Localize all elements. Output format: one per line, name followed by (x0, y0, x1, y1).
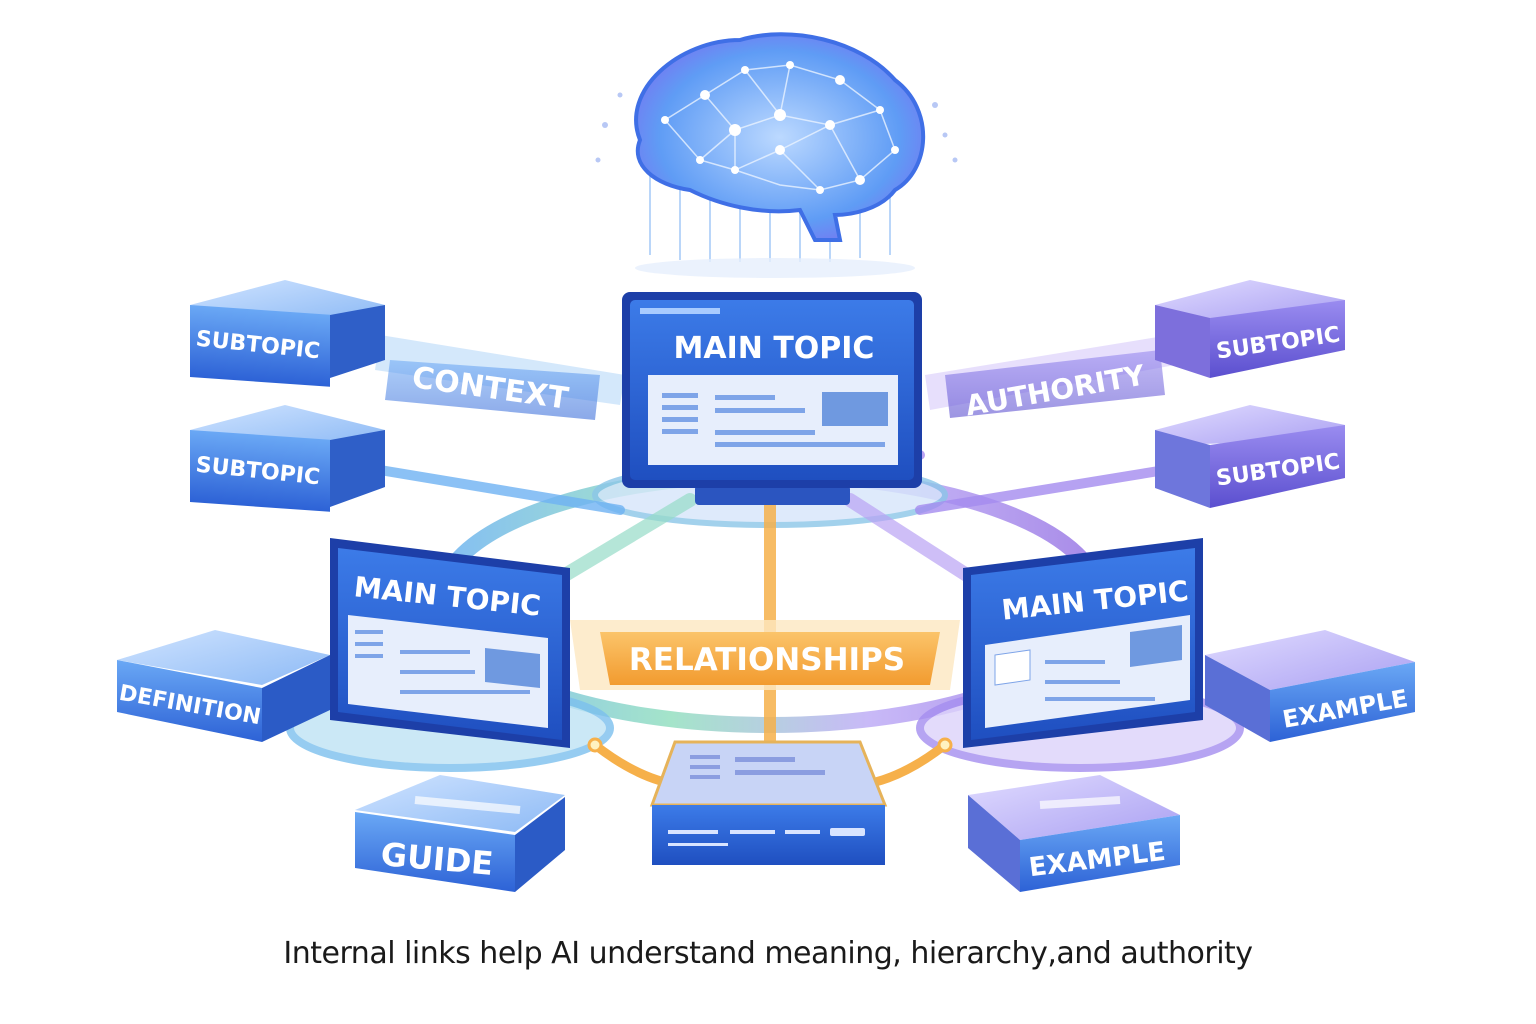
example-page-box[interactable]: EXAMPLE (1205, 630, 1415, 742)
caption: Internal links help AI understand meanin… (283, 936, 1253, 971)
example-page-box[interactable]: EXAMPLE (968, 775, 1180, 892)
link-authority: AUTHORITY (925, 335, 1175, 422)
main-topic-card[interactable]: MAIN TOPIC (963, 538, 1203, 748)
subtopic-box[interactable]: SUBTOPIC (1155, 280, 1345, 378)
central-page-box[interactable] (649, 740, 888, 865)
brain-network-icon (595, 32, 958, 278)
main-topic-card[interactable]: MAIN TOPIC (330, 538, 570, 748)
link-relationships: RELATIONSHIPS (570, 620, 960, 690)
subtopic-box[interactable]: SUBTOPIC (1155, 405, 1345, 508)
main-topic-title: MAIN TOPIC (674, 331, 875, 366)
definition-page-box[interactable]: DEFINITION (117, 630, 330, 742)
subtopic-box[interactable]: SUBTOPIC (190, 280, 385, 387)
subtopic-box[interactable]: SUBTOPIC (190, 405, 385, 512)
relationships-label: RELATIONSHIPS (629, 642, 905, 678)
guide-page-box[interactable]: GUIDE (355, 775, 565, 892)
link-context: CONTEXT (375, 335, 625, 420)
main-topic-card[interactable]: MAIN TOPIC (622, 292, 922, 505)
